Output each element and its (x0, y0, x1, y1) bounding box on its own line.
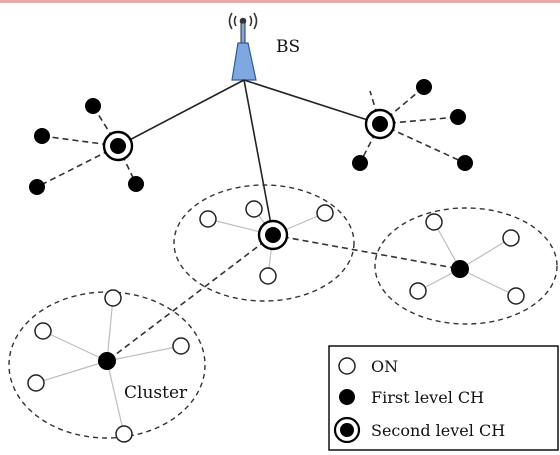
ch-dashed-links (36, 86, 466, 362)
second-level-ch-nodes (102, 108, 396, 251)
cluster-center (173, 184, 355, 302)
second-level-ch-left (102, 130, 134, 162)
cluster-right (374, 207, 558, 325)
antenna-signal-icon (228, 12, 258, 30)
first-level-ch-nodes (98, 260, 469, 370)
legend-first-level-label: First level CH (371, 388, 484, 407)
top-border (0, 0, 560, 3)
cluster-label: Cluster (124, 383, 188, 403)
first-level-ch-left (98, 352, 116, 370)
second-level-ch-center (257, 219, 289, 251)
on-nodes (27, 200, 525, 443)
cluster-boundaries (8, 184, 558, 439)
legend-second-level-label: Second level CH (371, 421, 505, 440)
bs-label: BS (276, 37, 300, 57)
tower-icon (231, 42, 257, 81)
second-level-ch-right (364, 108, 396, 140)
legend-item-first-level: First level CH (339, 388, 484, 407)
legend-item-on: ON (338, 357, 398, 376)
antenna-mast (240, 22, 246, 44)
legend-on-label: ON (371, 357, 398, 376)
cluster-left (8, 291, 206, 439)
legend-item-second-level: Second level CH (333, 416, 505, 444)
first-level-ch-right (451, 260, 469, 278)
legend: ON First level CH Second level CH (328, 345, 559, 451)
legend-first-level-icon (339, 389, 355, 405)
base-station: BS (228, 12, 300, 81)
legend-on-icon (338, 357, 356, 375)
bs-links (117, 79, 381, 236)
legend-box (328, 345, 559, 451)
first-level-nodes (29, 79, 473, 195)
